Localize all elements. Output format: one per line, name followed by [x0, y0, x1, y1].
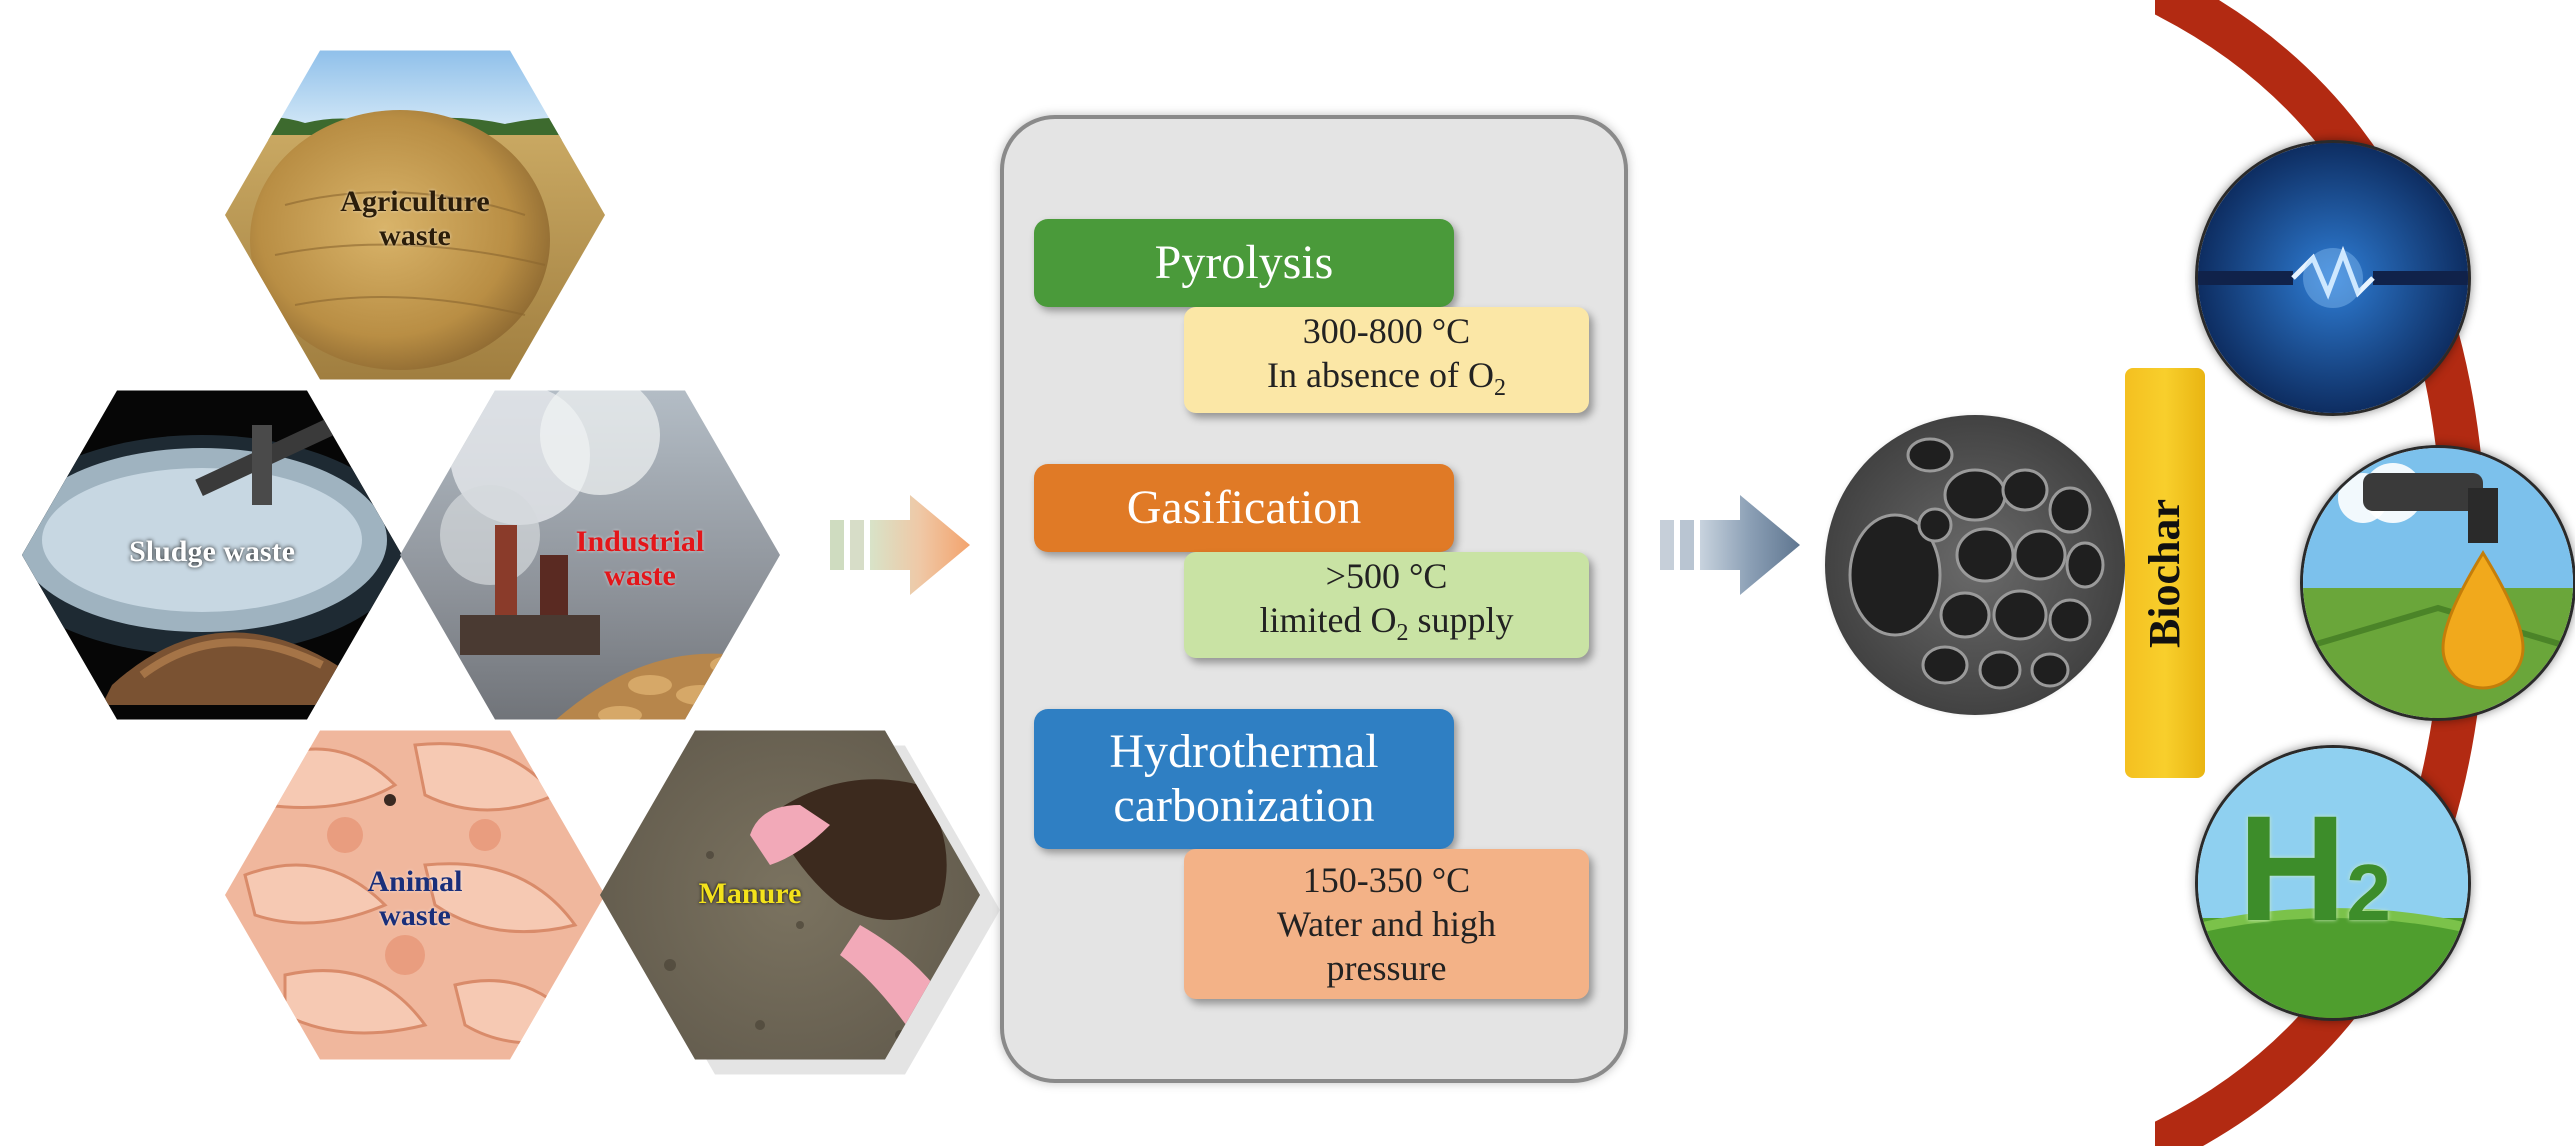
hydrothermal-label-line1: Hydrothermal	[1109, 725, 1379, 778]
agriculture-waste-label: Agriculture waste	[340, 185, 490, 252]
pyrolysis-conditions-box: 300-800 °C In absence of O2	[1184, 307, 1589, 413]
sludge-waste-hexagon: Sludge waste	[22, 390, 402, 720]
manure-label: Manure	[698, 877, 802, 910]
pyrolysis-box: Pyrolysis	[1034, 219, 1454, 307]
sludge-waste-label: Sludge waste	[129, 535, 295, 568]
gasification-label: Gasification	[1126, 481, 1362, 534]
hydrothermal-temperature: 150-350 °C	[1302, 860, 1471, 900]
animal-waste-label: Animal waste	[367, 865, 463, 932]
industrial-waste-label: Industrial waste	[575, 525, 705, 592]
hydrothermal-condition-line2: Water and high	[1276, 904, 1497, 944]
biofuel-application-circle	[2300, 445, 2575, 721]
hydrogen-application-circle: H2	[2195, 745, 2471, 1021]
industrial-waste-hexagon: Industrial waste	[400, 390, 780, 720]
arrow-to-processes	[830, 490, 980, 600]
biochar-sem-image	[1825, 415, 2125, 715]
arrow-to-biochar	[1660, 490, 1810, 600]
biochar-bar: Biochar	[2125, 368, 2205, 778]
hydrothermal-condition-line3: pressure	[1326, 948, 1447, 988]
hydrothermal-label-line2: carbonization	[1113, 779, 1375, 832]
hydrothermal-conditions-box: 150-350 °C Water and high pressure	[1184, 849, 1589, 999]
gasification-conditions-box: >500 °C limited O2 supply	[1184, 552, 1589, 658]
energy-application-circle	[2195, 140, 2471, 416]
animal-waste-hexagon: Animal waste	[225, 730, 605, 1060]
hydrogen-letter: H2	[2238, 784, 2391, 952]
agriculture-waste-hexagon: Agriculture waste	[225, 50, 605, 380]
pyrolysis-label: Pyrolysis	[1154, 236, 1334, 289]
pyrolysis-temperature: 300-800 °C	[1302, 311, 1471, 352]
gasification-temperature: >500 °C	[1325, 556, 1448, 597]
hydrothermal-carbonization-box: Hydrothermal carbonization	[1034, 709, 1454, 849]
fuel-drop-icon	[2303, 448, 2573, 718]
pyrolysis-atmosphere: In absence of O2	[1267, 355, 1506, 402]
gasification-box: Gasification	[1034, 464, 1454, 552]
electricity-icon	[2198, 143, 2468, 413]
thermochemical-process-panel: Pyrolysis 300-800 °C In absence of O2 Ga…	[1000, 115, 1628, 1083]
manure-hexagon: Manure	[600, 730, 980, 1060]
gasification-atmosphere: limited O2 supply	[1259, 600, 1514, 647]
